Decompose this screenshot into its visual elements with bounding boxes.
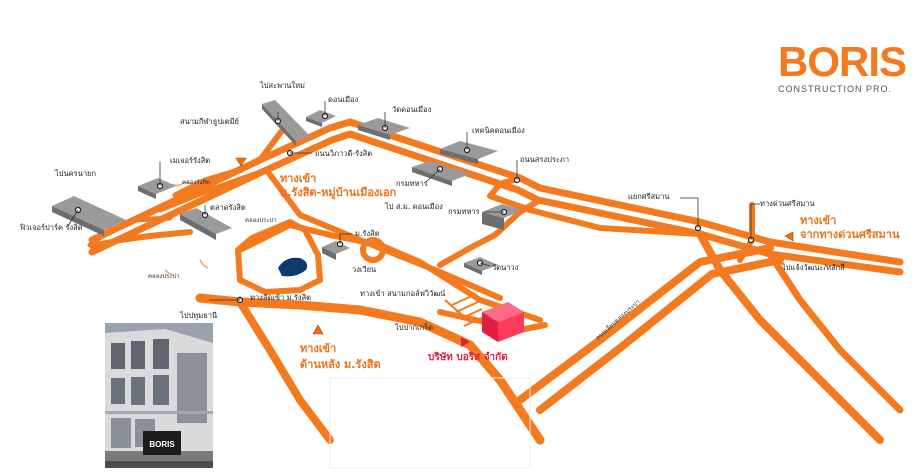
logo-subtitle: CONSTRUCTION PRO. bbox=[778, 84, 893, 94]
label-rangsit-canal: คลองรังสิต bbox=[182, 179, 210, 186]
triangle-expressway-entrance bbox=[784, 231, 794, 242]
label-vibhavadi: ถนนวิภาวดี-รังสิต bbox=[315, 149, 372, 158]
label-donmueang: ดอนเมือง bbox=[328, 95, 359, 104]
road-klong-prapa bbox=[516, 244, 774, 404]
road-future-park bbox=[89, 229, 193, 249]
logo-brand: BORIS bbox=[778, 38, 907, 85]
label-main-entrance-2: ม.รังสิต-หมู่บ้านเมืองเอก bbox=[280, 186, 397, 200]
label-back-entrance-small: ทางลัดเข้า ม.รังสิต bbox=[250, 293, 311, 302]
label-to-pakkret: ไปปากเกร็ด bbox=[394, 322, 433, 332]
road-parallel-right bbox=[437, 197, 543, 268]
label-rangsit-univ: ม.รังสิต bbox=[355, 229, 380, 238]
label-to-chaeng-wattana: ไปแจ้งวัฒนะ/หลักสี่ bbox=[781, 262, 845, 272]
building-rangsit-univ bbox=[322, 241, 350, 260]
triangle-back-entrance bbox=[312, 324, 324, 335]
label-to-pathumthani: ไปปทุมธานี bbox=[179, 311, 217, 320]
label-korsorsor: กรมทหาร bbox=[396, 179, 428, 188]
label-techno: เทคนิคดอนเมือง bbox=[472, 126, 525, 135]
label-songprapa: ถนนสรงประภา bbox=[520, 155, 569, 164]
road-market bbox=[172, 165, 248, 198]
label-main-entrance-1: ทางเข้า bbox=[280, 172, 316, 185]
road-lake-loop bbox=[235, 219, 323, 295]
label-expressway-entrance-1: ทางเข้า bbox=[800, 214, 836, 227]
label-expressway-entrance-2: จากทางด่วนศรีสมาน bbox=[800, 228, 900, 241]
canal-mark-1 bbox=[171, 181, 193, 187]
canal-mark-3 bbox=[164, 269, 174, 276]
building-major bbox=[138, 178, 176, 199]
label-back-entrance-1: ทางเข้า bbox=[300, 342, 336, 355]
label-to-nakhonnayok: ไปนครนายก bbox=[54, 169, 96, 178]
label-roundabout: วงเวียน bbox=[352, 265, 376, 274]
building-stadium bbox=[262, 100, 310, 146]
canal-mark-2 bbox=[199, 259, 209, 269]
label-to-airbase: ไป ส.ม. ดอนเมือง bbox=[384, 202, 443, 211]
label-future-park: ฟิวเจอร์ปาร์ค รังสิต bbox=[19, 223, 82, 232]
lake bbox=[278, 257, 308, 277]
road-west-loop bbox=[87, 215, 173, 248]
company-building bbox=[482, 302, 524, 342]
empty-frame bbox=[329, 377, 531, 469]
label-back-entrance-2: ด้านหลัง ม.รังสิต bbox=[300, 358, 381, 371]
road-srisamarn-east bbox=[766, 250, 904, 414]
road-to-pathumthani bbox=[236, 298, 334, 444]
label-srisamarn: แยกศรีสมาน bbox=[628, 192, 669, 201]
label-major: เมเจอร์รังสิต bbox=[170, 156, 210, 165]
road-songprapa bbox=[487, 175, 703, 237]
label-airforce: กรมทหาร bbox=[448, 207, 480, 216]
label-entrance-stadium: ทางเข้า สนามกอล์ฟวิวัฒน์ bbox=[360, 289, 445, 298]
label-prapa-canal: คลองประปา bbox=[245, 217, 277, 224]
label-stadium: สนามกีฬาธูปเตมีย์ bbox=[180, 117, 239, 126]
leader-lines bbox=[67, 101, 760, 301]
label-expressway-srisamarn: ทางด่วนศรีสมาน bbox=[760, 199, 815, 208]
road-srisamarn-south bbox=[696, 230, 884, 444]
label-prapa-canal-2: คลองประปา bbox=[148, 273, 180, 280]
roundabout-ring bbox=[360, 237, 386, 263]
photo-sign-text: BORIS bbox=[149, 440, 175, 449]
buildings bbox=[52, 100, 522, 275]
office-photo-drawing: BORIS bbox=[105, 323, 213, 468]
label-company: บริษัท บอริส จำกัด bbox=[428, 351, 508, 363]
road-klong-prapa-2 bbox=[536, 256, 784, 414]
label-market: ตลาดรังสิต bbox=[210, 203, 246, 212]
label-watsanam: วัดนาวง bbox=[492, 263, 519, 272]
building-future-park bbox=[52, 196, 126, 236]
office-photo: BORIS bbox=[105, 323, 213, 468]
building-techno bbox=[440, 141, 498, 164]
label-to-donmueang: ไปสะพานใหม่ bbox=[259, 81, 305, 90]
road-back-loop bbox=[195, 293, 545, 445]
building-donmueang bbox=[306, 110, 336, 127]
building-market bbox=[180, 208, 232, 240]
road-major bbox=[157, 169, 263, 213]
road-to-university bbox=[265, 169, 503, 301]
label-watdonmueang: วัดดอนเมือง bbox=[392, 105, 432, 114]
triangle-main-entrance bbox=[235, 157, 247, 167]
boris-logo: BORIS CONSTRUCTION PRO. bbox=[778, 38, 907, 95]
triangle-company bbox=[461, 337, 470, 347]
